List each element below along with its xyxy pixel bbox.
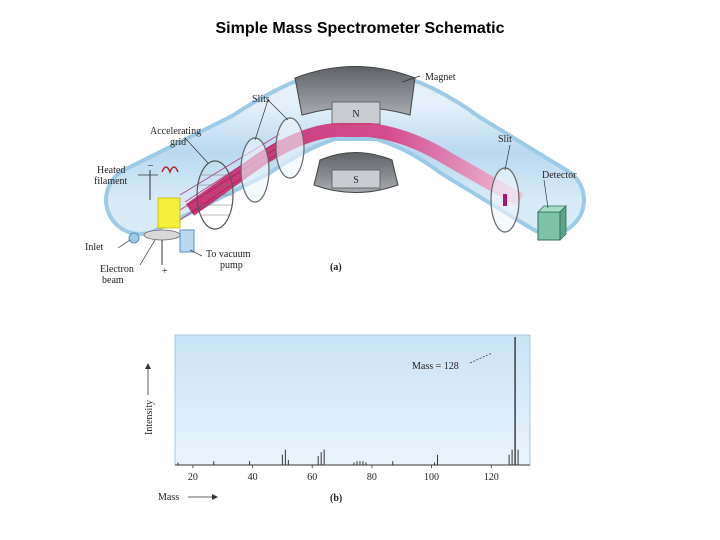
panel-label-b: (b) [330, 493, 342, 504]
label-slits: Slits [252, 94, 270, 105]
x-ticks-group: 20 40 60 80 100 120 [188, 465, 499, 483]
inlet-port [128, 232, 140, 244]
label-detector: Detector [542, 170, 577, 181]
peak-annotation: Mass = 128 [412, 361, 459, 372]
exit-slit [490, 167, 520, 233]
plot-area [174, 334, 531, 466]
north-label: N [352, 109, 359, 120]
magnet-south-pole: S [313, 152, 399, 193]
label-heated-filament-line1: Heated [97, 165, 125, 176]
label-vacuum-pump-line1: To vacuum [206, 249, 251, 260]
x-tick-label-60: 60 [307, 472, 317, 483]
label-heated-filament-line2: filament [94, 176, 128, 187]
label-accelerating-grid-line1: Accelerating [150, 126, 201, 137]
mass-spectrometer-schematic: N S [85, 66, 586, 286]
label-vacuum-pump-line2: pump [220, 260, 243, 271]
label-inlet: Inlet [85, 242, 104, 253]
page-title: Simple Mass Spectrometer Schematic [215, 20, 505, 37]
mass-spectrum-chart: 20 40 60 80 100 120 Mass = 128 Intensity Mass… [144, 334, 531, 504]
y-axis-arrowhead [145, 363, 151, 369]
ionization-chamber [143, 166, 181, 265]
x-tick-label-40: 40 [248, 472, 258, 483]
x-tick-label-80: 80 [367, 472, 377, 483]
south-label: S [353, 175, 359, 186]
label-electron-beam-line2: beam [102, 275, 124, 286]
label-slit: Slit [498, 134, 512, 145]
panel-label-a: (a) [330, 262, 342, 273]
x-axis-label: Mass [158, 492, 179, 503]
label-magnet: Magnet [425, 72, 456, 83]
slit-plates [240, 117, 305, 203]
detector [537, 205, 567, 241]
x-tick-label-20: 20 [188, 472, 198, 483]
x-tick-label-100: 100 [424, 472, 439, 483]
annotation-leader [469, 352, 493, 364]
magnet-north-pole: N [294, 66, 416, 125]
vacuum-pump-port [179, 229, 195, 253]
peaks-group [177, 337, 519, 465]
label-plus: + [162, 266, 168, 277]
x-tick-label-120: 120 [484, 472, 499, 483]
y-axis-label: Intensity [144, 400, 155, 435]
label-accelerating-grid-line2: grid [170, 137, 186, 148]
x-axis-arrowhead [212, 494, 218, 500]
label-electron-beam-line1: Electron [100, 264, 134, 275]
accelerating-grid [196, 160, 234, 230]
label-minus: – [147, 160, 154, 171]
